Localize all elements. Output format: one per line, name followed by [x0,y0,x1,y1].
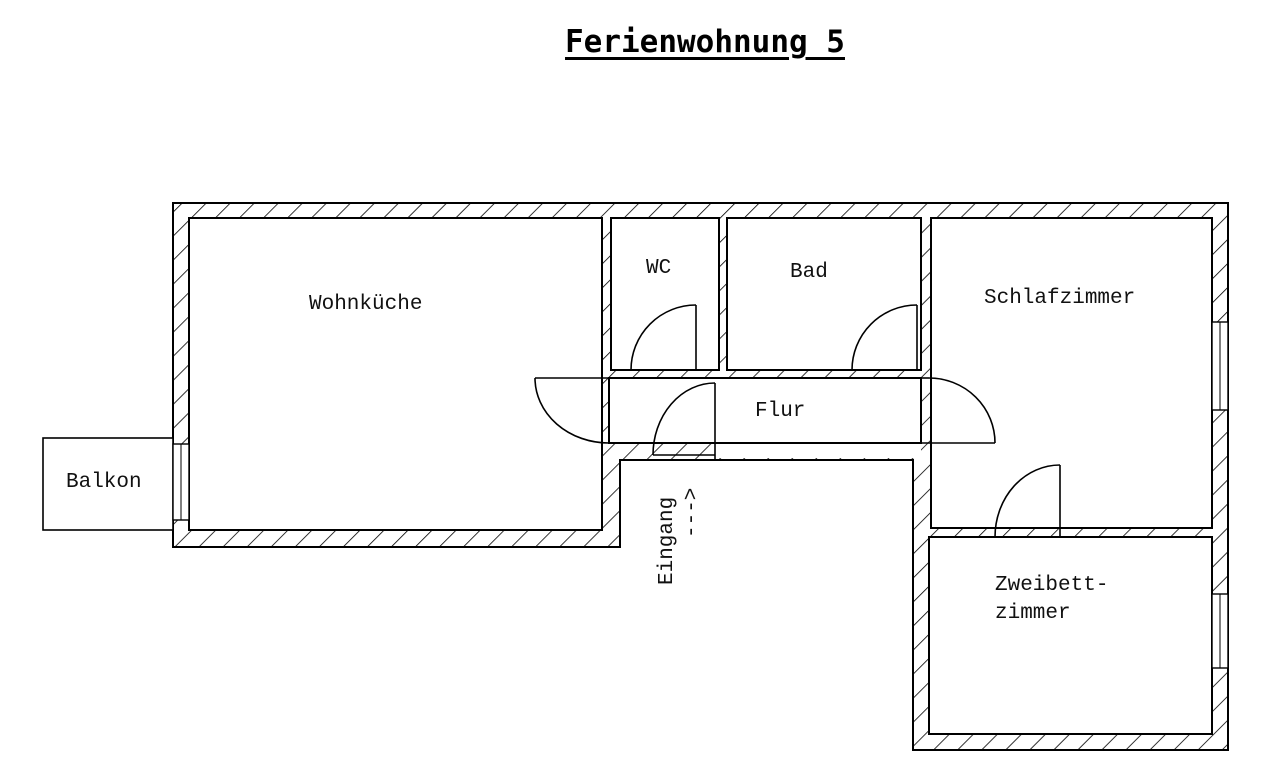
label-zweibett-line2: zimmer [995,602,1071,625]
windows [1211,321,1229,669]
door-wohnkueche [534,377,610,444]
page-title: Ferienwohnung 5 [565,24,845,60]
door-zweibettzimmer [994,464,1061,538]
label-wc: WC [646,257,671,280]
walls [172,202,1229,751]
label-wohnkueche: Wohnküche [309,293,422,316]
label-flur: Flur [755,400,805,423]
door-entrance [652,382,716,460]
room-labels: Wohnküche WC Bad Schlafzimmer Flur Balko… [66,257,1135,625]
door-schlafzimmer [921,377,996,444]
balcony [42,437,190,531]
label-entrance: Eingang [656,497,679,585]
door-wc [630,304,697,371]
label-schlafzimmer: Schlafzimmer [984,287,1135,310]
door-bad [851,304,918,371]
label-zweibett-line1: Zweibett- [995,574,1108,597]
label-balkon: Balkon [66,471,142,494]
label-bad: Bad [790,261,828,284]
entrance-arrow: ---> [681,488,704,538]
doors [534,304,1061,538]
